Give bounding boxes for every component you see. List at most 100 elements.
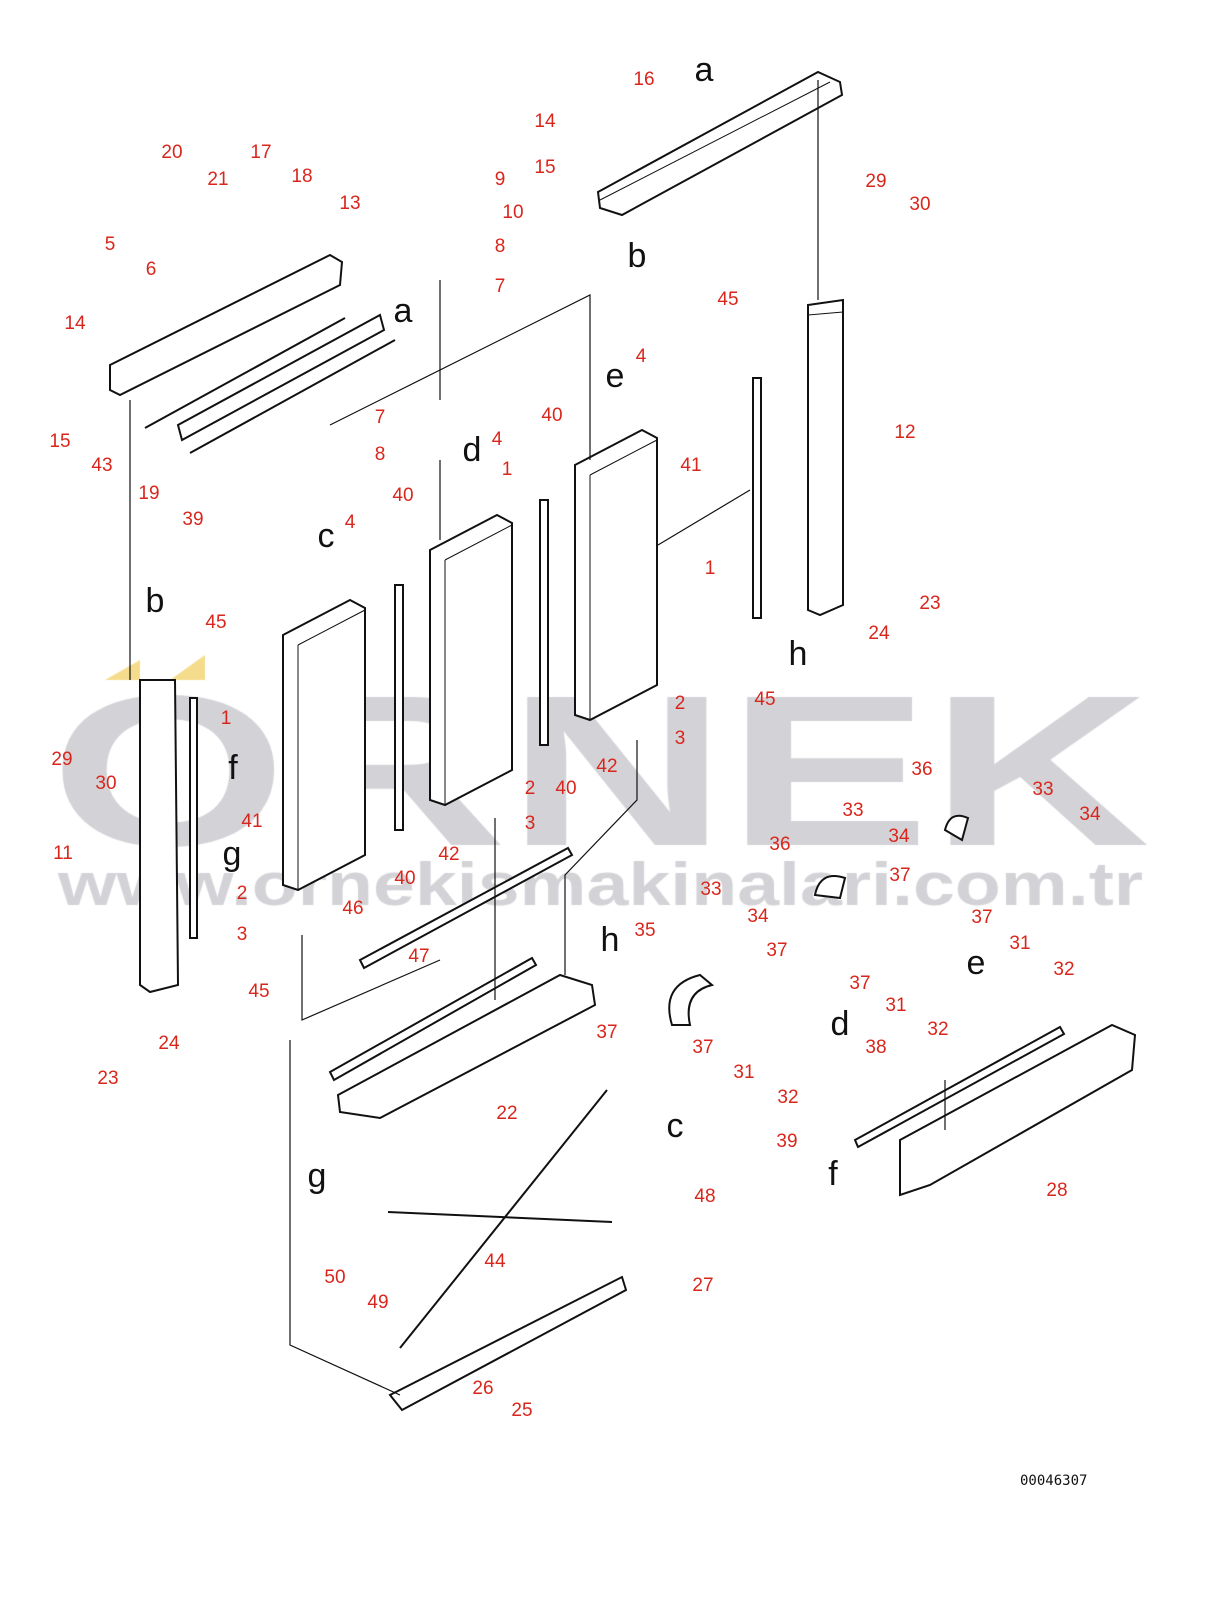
part-callout: 30 [95,773,116,794]
part-callout: 5 [105,234,116,255]
part-callout: 31 [1009,933,1030,954]
part-callout: 23 [97,1068,118,1089]
view-reference-letter: a [394,292,413,330]
view-reference-letter: e [606,357,625,395]
part-callout: 44 [484,1251,506,1272]
part-callout: 8 [495,236,506,257]
part-callout: 39 [182,509,203,530]
part-callout: 8 [375,444,386,465]
part-callout: 37 [692,1037,713,1058]
part-callout: 10 [502,202,523,223]
part-callout: 15 [534,157,555,178]
left-column [139,679,180,994]
drawing-code: 00046307 [1020,1473,1087,1489]
part-callout: 25 [511,1400,532,1421]
part-callout: 40 [541,405,562,426]
part-callout: 21 [207,169,228,190]
upper-frame-lower [176,313,386,442]
radiator-left [282,598,366,892]
part-callout: 49 [367,1292,388,1313]
part-callout: 41 [680,455,701,476]
part-callout: 16 [633,69,654,90]
tank [899,1023,1137,1197]
part-callout: 20 [161,142,182,163]
part-callout: 15 [49,431,70,452]
part-callout: 32 [927,1019,948,1040]
part-callout: 2 [237,883,248,904]
bottom-beam [336,973,597,1120]
part-callout: 30 [909,194,930,215]
view-reference-letter: h [601,921,620,959]
part-callout: 2 [525,778,536,799]
part-callout: 34 [1079,804,1101,825]
part-callout: 13 [339,193,360,214]
part-callout: 11 [53,843,73,864]
part-callout: 41 [241,811,262,832]
part-callout: 4 [492,429,503,450]
part-callout: 32 [1053,959,1074,980]
part-callout: 36 [769,834,790,855]
part-callout: 1 [705,558,716,579]
part-callout: 37 [889,865,910,886]
view-reference-letter: f [828,1155,838,1193]
view-reference-letter: g [308,1157,327,1195]
view-reference-letter: d [463,431,482,469]
part-callout: 23 [919,593,940,614]
part-callout: 19 [138,483,159,504]
part-callout: 14 [64,313,86,334]
part-callout: 4 [636,346,647,367]
part-callout: 32 [777,1087,798,1108]
part-callout: 45 [205,612,226,633]
part-callout: 42 [438,844,459,865]
part-callout: 39 [776,1131,797,1152]
part-callout: 12 [894,422,915,443]
part-callout: 9 [495,169,506,190]
part-callout: 1 [502,459,513,480]
part-callout: 22 [496,1103,517,1124]
part-callout: 34 [888,826,910,847]
part-callout: 37 [596,1022,617,1043]
part-callout: 33 [1032,779,1053,800]
part-callout: 7 [495,276,506,297]
part-callout: 45 [754,689,775,710]
part-callout: 28 [1046,1180,1067,1201]
upper-frame [109,253,344,397]
part-callout: 4 [345,512,356,533]
part-callout: 40 [555,778,576,799]
right-column [807,298,844,617]
callout-labels: 2021171813561415431939910871415162930454… [49,69,1101,1421]
parts [109,70,1137,1412]
view-reference-letter: b [628,237,647,275]
part-callout: 37 [849,973,870,994]
part-callout: 42 [596,756,617,777]
view-reference-letter: d [831,1005,850,1043]
part-callout: 37 [971,907,992,928]
part-callout: 29 [51,749,72,770]
part-callout: 38 [865,1037,886,1058]
part-callout: 14 [534,111,556,132]
part-callout: 24 [158,1033,180,1054]
part-callout: 40 [392,485,413,506]
view-reference-letter: c [667,1107,684,1145]
part-callout: 34 [747,906,769,927]
part-callout: 33 [700,879,721,900]
part-callout: 29 [865,171,886,192]
part-callout: 35 [634,920,655,941]
part-callout: 36 [911,759,932,780]
part-callout: 50 [324,1267,345,1288]
part-callout: 33 [842,800,863,821]
view-reference-letter: c [318,517,335,555]
part-callout: 6 [146,259,157,280]
part-callout: 43 [91,455,112,476]
part-callout: 17 [250,142,271,163]
part-callout: 7 [375,407,386,428]
view-reference-letter: e [967,944,986,982]
part-callout: 3 [675,728,686,749]
part-callout: 2 [675,693,686,714]
radiator-middle [429,513,513,807]
view-reference-letter: g [223,835,242,873]
part-callout: 47 [408,946,429,967]
